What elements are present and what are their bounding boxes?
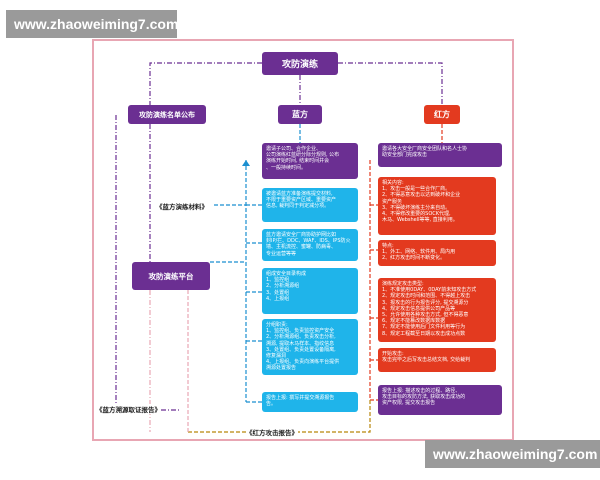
root-to-red-connector (338, 62, 443, 105)
blue-step-text-line: 封IP/拦、DDC、WAF、IDS、IPS防火 (266, 238, 351, 245)
blue-team-node: 蓝方 (278, 105, 322, 124)
red-step-text-line: 3、报攻击的行为报告评分, 提交溯源分 (382, 299, 469, 306)
blue-step-text-line: 分组职责: (266, 322, 288, 328)
blue-step-text-line: 4、上报组、负责向演练平台提供 (266, 359, 340, 366)
red-step-text-line: 2、不得恶意攻击以达到破坏和企业 (382, 192, 461, 199)
red-step-text-line: 助安全部门完成攻击 (382, 152, 428, 159)
red-step-text-line: 攻击目标的攻防方法, 获取攻击成功的 (382, 394, 466, 401)
blue-step-text-line: 溯源处置报告 (266, 365, 297, 372)
blue-materials-label: 《蓝方演练材料》 (156, 201, 208, 211)
blue-step-text-line: 邀请子公司、合作企业、 (266, 146, 322, 152)
root-node: 攻防演练 (262, 52, 338, 75)
blue-step-text-line: 蓝方邀请安全厂商协助护网比如 (266, 232, 337, 238)
red-step-text-line: 资产权限, 提交攻击报告 (382, 400, 436, 407)
red-step-box: 开始攻击:攻击完毕之后写攻击总结文档, 交给裁判 (378, 348, 496, 372)
red-step-text-line: 4、规定攻击信息提供公司产品等 (382, 305, 456, 312)
red-step-text-line: 1、不准使用0DAY、0DAY前未知攻击方式 (382, 287, 477, 294)
blue-step-box: 蓝方邀请安全厂商协助护网比如封IP/拦、DDC、WAF、IDS、IPS防火墙、主… (262, 229, 358, 261)
blue-step-text-line: 专业运营等等 (266, 250, 297, 257)
red-team-node: 红方 (424, 105, 460, 124)
blue-step-text-line: 组成安全目录构成 (266, 271, 307, 277)
blue-step-text-line: 3、处置组 (266, 289, 290, 296)
red-step-text-line: 特点: (382, 243, 394, 249)
red-step-text-line: 演练规定攻击类型: (382, 281, 424, 287)
blue-step-text-line: 2、分析溯源组 (266, 283, 300, 290)
blue-step-text-line: 墙、主机流控、蜜罐、防病毒、 (266, 244, 337, 251)
red-step-text-line: 1、外工、网络、软件用、局内用 (382, 249, 456, 256)
red-step-text-line: 木马、Webshell等等, 直接利用。 (382, 217, 458, 224)
blue-step-text-line: 、一般持续时间。 (266, 164, 307, 171)
blue-trace-report-label: 《蓝方溯源取证报告》 (96, 404, 161, 414)
red-step-text-line: 相关内容: (382, 180, 404, 186)
blue-step-text-line: 3、处置组、负责处置设备隔离, (266, 346, 336, 353)
root-to-left-connector (149, 62, 262, 105)
blue-step-text-line: 告。 (266, 401, 277, 408)
red-step-text-line: 报告上报: 描述攻击的过程、路径、 (382, 388, 461, 394)
red-step-text-line: 邀请各大安全厂商安全团队和名人士协 (382, 146, 468, 152)
blue-step-text-line: 4、上报组 (266, 295, 290, 302)
watermark-top: www.zhaoweiming7.com (6, 10, 178, 38)
blue-step-text-line: 被邀请蓝方准备演练提交材料, (266, 191, 333, 197)
blue-step-text-line: 2、分析溯源组、负责攻击分析, (266, 334, 336, 341)
red-step-text-line: 2、规定攻击时间和范围、不得越上攻击 (382, 293, 471, 300)
red-report-connector (186, 400, 371, 433)
roster-announcement-node: 攻防演练名单公布 (128, 105, 206, 124)
blue-step-text-line: 报告上报: 撰写并提交溯源报告 (266, 395, 335, 401)
red-step-text-line: 7、规定不能使用后门文件利用等行为 (382, 324, 466, 331)
red-step-text-line: 1、攻击一般是一些合作厂商。 (382, 186, 451, 193)
red-step-text-line: 3、不得破坏演练主分来自动。 (382, 204, 451, 211)
blue-step-text-line: 溯源, 提取木马样本、指纹信息 (266, 340, 335, 347)
blue-step-text-line: 公司演练红蓝研分际分规则, 公布 (266, 152, 340, 159)
drill-platform-node: 攻防演练平台 (132, 262, 210, 290)
red-step-box: 报告上报: 描述攻击的过程、路径、攻击目标的攻防方法, 获取攻击成功的资产权限,… (378, 385, 502, 415)
watermark-bottom: www.zhaoweiming7.com (425, 440, 600, 468)
red-step-box: 邀请各大安全厂商安全团队和名人士协助安全部门完成攻击 (378, 143, 502, 167)
blue-step-box: 报告上报: 撰写并提交溯源报告告。 (262, 392, 358, 412)
blue-step-text-line: 信息, 裁判同于判定减分项。 (266, 203, 330, 210)
blue-step-text-line: 不限于重要资产区域、重要资产 (266, 197, 337, 204)
blue-step-text-line: 演练开始时间, 结束时间并会 (266, 158, 330, 165)
red-step-text-line: 资产服务 (382, 198, 403, 205)
blue-step-box: 邀请子公司、合作企业、公司演练红蓝研分际分规则, 公布演练开始时间, 结束时间并… (262, 143, 358, 179)
blue-step-text-line: 修复漏洞 (266, 353, 287, 360)
red-step-text-line: 6、规定不能篡改数据库数据 (382, 318, 446, 325)
red-step-text-line: 8、规定工程截至日期以攻击成功点数 (382, 330, 466, 337)
red-step-text-line: 攻击完毕之后写攻击总结文档, 交给裁判 (382, 357, 471, 364)
blue-step-text-line: 1、监控组 (266, 277, 290, 284)
red-step-text-line: 5、允许使用各种攻击方式, 但不得恶意 (382, 312, 469, 319)
red-step-text-line: 2、红方攻击时间不断变化。 (382, 255, 446, 262)
diagram-frame (92, 39, 514, 441)
red-step-text-line: 4、不得修改重要的SOCK代理, (382, 211, 451, 218)
blue-step-text-line: 1、监控组、负责监控资产安全 (266, 328, 335, 335)
red-step-text-line: 开始攻击: (382, 351, 404, 357)
blue-step-box: 被邀请蓝方准备演练提交材料,不限于重要资产区域、重要资产信息, 裁判同于判定减分… (262, 188, 358, 222)
red-attack-report-label: 《红方攻击报告》 (246, 427, 298, 437)
